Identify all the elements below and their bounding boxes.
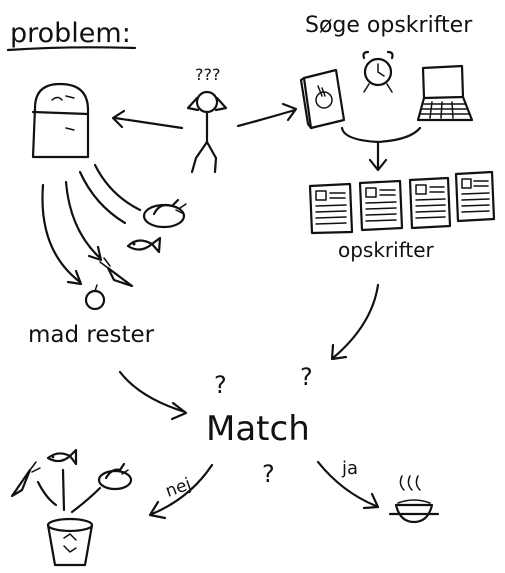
search-recipes-label: Søge opskrifter <box>305 13 473 38</box>
recipe-card-icon <box>308 182 354 235</box>
food-bowl-icon <box>388 475 440 524</box>
recipe-card-icon <box>358 179 404 232</box>
chicken-plate-icon <box>142 198 187 229</box>
question-mark: ? <box>262 460 275 488</box>
question-mark: ? <box>214 371 227 399</box>
arrow-leftovers-to-match <box>118 370 188 421</box>
arrow-match-to-yes <box>316 460 380 510</box>
laptop-icon <box>416 64 474 122</box>
match-label: Match <box>206 409 310 449</box>
carrot-icon <box>99 257 134 288</box>
cookbook-icon <box>299 68 346 130</box>
arrow-to-recipes <box>340 126 422 172</box>
arrow-match-to-no <box>148 463 214 520</box>
apple-icon <box>84 284 106 311</box>
fish-icon <box>46 448 78 466</box>
arrows-to-trash <box>36 468 102 514</box>
problem-label: problem: <box>10 18 131 49</box>
recipes-label: opskrifter <box>338 238 435 262</box>
confused-marks: ??? <box>195 65 220 84</box>
chicken-plate-icon <box>97 462 133 491</box>
carrot-icon <box>10 461 41 498</box>
arrow-to-fridge <box>111 109 184 130</box>
arrow-fridge-to-carrot <box>64 180 103 262</box>
recipe-card-icon <box>408 176 452 230</box>
no-label: nej <box>163 474 194 502</box>
arrow-fridge-to-apple <box>41 183 83 286</box>
alarm-clock-icon <box>362 50 394 93</box>
arrow-to-search <box>236 102 298 128</box>
recipe-card-icon <box>454 170 496 223</box>
arrow-recipes-to-match <box>330 283 380 361</box>
yes-label: ja <box>341 458 358 479</box>
trash-bin-icon <box>46 517 94 567</box>
leftovers-label: mad rester <box>28 322 155 348</box>
problem-underline <box>6 46 137 52</box>
fish-icon <box>126 236 162 254</box>
arrow-fridge-to-fish <box>78 170 127 225</box>
person-confused-icon: ??? <box>186 65 228 174</box>
fridge-icon <box>31 82 90 159</box>
arrow-fridge-to-chicken <box>93 163 142 212</box>
question-mark: ? <box>300 363 313 391</box>
